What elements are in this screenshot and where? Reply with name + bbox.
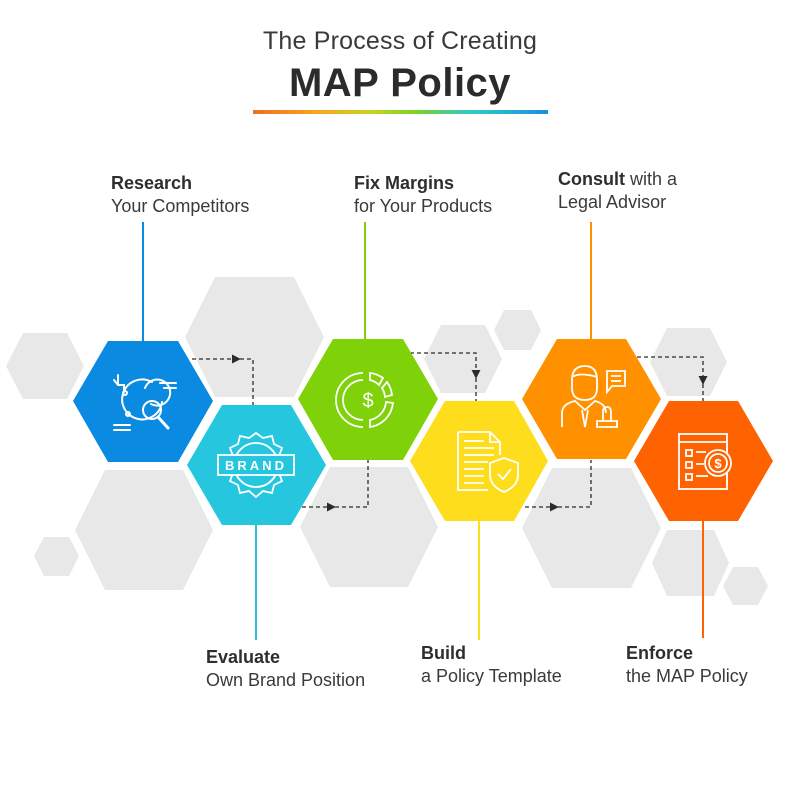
svg-text:$: $ (362, 390, 373, 412)
page-title: MAP Policy (288, 61, 512, 105)
step-4-title: Build (421, 643, 466, 663)
step-6-label: Enforce the MAP Policy (626, 642, 748, 688)
brand-badge-icon: BRAND (217, 431, 295, 499)
svg-text:BRAND: BRAND (225, 458, 287, 473)
step-1-subtitle: Your Competitors (111, 196, 250, 216)
policy-enforcement-icon: $ (678, 433, 732, 490)
step-5-title-suffix: with a (625, 169, 678, 189)
bg-hex (522, 468, 661, 588)
step-4-hexagon (410, 401, 548, 521)
step-2-label: Evaluate Own Brand Position (206, 646, 365, 692)
bg-hex (424, 325, 502, 393)
bg-hex (650, 328, 727, 396)
step-4-subtitle: a Policy Template (421, 666, 562, 686)
step-5-title: Consult (558, 169, 625, 189)
bg-hex (185, 277, 324, 397)
legal-advisor-icon (561, 365, 626, 428)
step-2-title: Evaluate (206, 647, 281, 667)
connector-arrow-5-6 (637, 356, 708, 385)
step-6-hexagon: $ (634, 401, 773, 521)
bg-hex (652, 530, 729, 596)
connector-arrow-3-4 (410, 352, 481, 379)
step-5-subtitle: Legal Advisor (558, 192, 667, 212)
step-1-label: Research Your Competitors (111, 172, 249, 218)
step-6-title: Enforce (626, 643, 694, 663)
connector-line (335, 460, 369, 508)
subtitle: The Process of Creating (262, 27, 538, 55)
bg-hex (6, 333, 84, 399)
header: The Process of Creating MAP Policy (0, 24, 800, 108)
gradient-underline (253, 110, 548, 114)
step-2-subtitle: Own Brand Position (206, 670, 366, 690)
step-1-hexagon (73, 341, 213, 462)
bg-hex (723, 567, 768, 605)
step-3-hexagon: $ (298, 339, 438, 460)
research-analysis-icon (113, 374, 177, 431)
connector-line (240, 358, 254, 405)
dollar-pie-icon: $ (335, 371, 394, 429)
svg-text:$: $ (714, 456, 722, 471)
bg-hex (300, 467, 438, 587)
step-1-title: Research (111, 173, 193, 193)
document-shield-icon (457, 431, 519, 493)
bg-hex (494, 310, 541, 350)
step-5-label: Consult with a Legal Advisor (558, 168, 677, 214)
background-hexagons (6, 277, 768, 605)
bg-hex (34, 537, 79, 576)
connector-line (558, 460, 592, 508)
step-5-hexagon (522, 339, 661, 459)
connectors (192, 352, 708, 512)
step-3-label: Fix Margins for Your Products (354, 172, 492, 218)
step-2-hexagon: BRAND (187, 405, 326, 525)
step-6-subtitle: the MAP Policy (626, 666, 748, 686)
step-3-title: Fix Margins (354, 173, 455, 193)
step-3-subtitle: for Your Products (354, 196, 493, 216)
step-4-label: Build a Policy Template (421, 642, 562, 688)
bg-hex (75, 470, 213, 590)
